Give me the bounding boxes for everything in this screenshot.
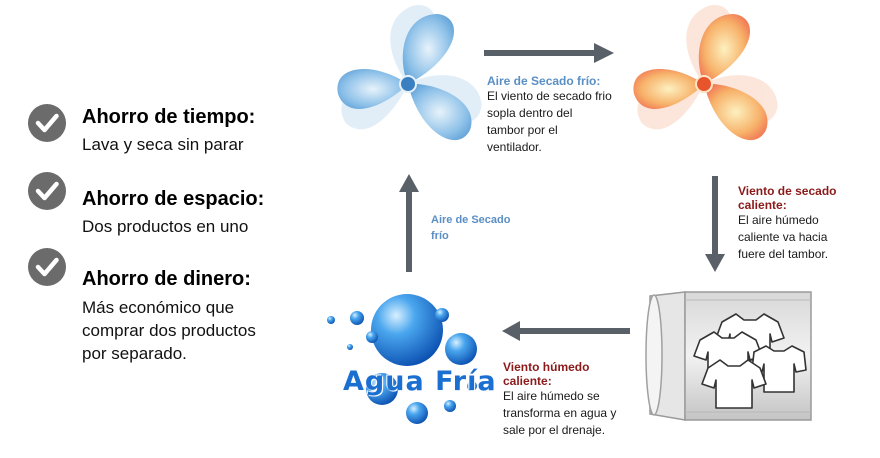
benefit-desc-line: Más económico que bbox=[82, 298, 235, 317]
benefit-desc-line: por separado. bbox=[82, 344, 187, 363]
arrow-left-icon bbox=[502, 321, 630, 341]
benefit-desc-time: Lava y seca sin parar bbox=[82, 135, 244, 154]
check-icon bbox=[28, 172, 66, 210]
arrow-up-icon bbox=[399, 174, 419, 272]
arrow-right-icon bbox=[484, 43, 614, 63]
water-logo: Agua Fría bbox=[343, 366, 497, 397]
hot-wind-caption-title: caliente: bbox=[738, 198, 787, 212]
hot-wind-caption-title: Viento de secado bbox=[738, 184, 837, 198]
shirt-icon bbox=[693, 313, 807, 409]
benefit-desc-space: Dos productos en uno bbox=[82, 217, 249, 236]
benefit-title-time: Ahorro de tiempo: bbox=[82, 106, 256, 128]
benefit-title-money: Ahorro de dinero: bbox=[82, 268, 251, 290]
caption-line: sopla dentro del bbox=[487, 106, 573, 120]
cold-fan-icon bbox=[337, 4, 482, 141]
cold-air-caption-title: Aire de Secado frío: bbox=[487, 74, 601, 88]
water-bubbles-icon bbox=[327, 294, 477, 424]
caption-line: El aire húmedo bbox=[738, 213, 819, 227]
caption-line: ventilador. bbox=[487, 140, 542, 154]
check-icon bbox=[28, 104, 66, 142]
cold-air-up-line: frío bbox=[431, 230, 449, 242]
humid-wind-caption-title: Viento húmedo bbox=[503, 360, 590, 374]
cold-air-up-caption: Aire de Secado frío bbox=[431, 212, 541, 244]
benefit-desc-line: comprar dos productos bbox=[82, 321, 256, 340]
caption-line: fuere del tambor. bbox=[738, 247, 829, 261]
benefit-desc-money: Más económico que comprar dos productos … bbox=[82, 296, 256, 365]
caption-line: El viento de secado frio bbox=[487, 89, 612, 103]
hot-fan-icon bbox=[633, 4, 778, 141]
humid-wind-caption: Viento húmedo caliente: El aire húmedo s… bbox=[503, 360, 648, 439]
caption-line: caliente va hacia bbox=[738, 230, 828, 244]
caption-line: El aire húmedo se bbox=[503, 389, 600, 403]
benefit-title-space: Ahorro de espacio: bbox=[82, 188, 265, 210]
caption-line: sale por el drenaje. bbox=[503, 423, 606, 437]
arrow-down-icon bbox=[705, 176, 725, 272]
hot-wind-caption: Viento de secado caliente: El aire húmed… bbox=[738, 184, 878, 263]
humid-wind-caption-title: caliente: bbox=[503, 374, 552, 388]
cold-air-caption: Aire de Secado frío: El viento de secado… bbox=[487, 74, 637, 156]
check-icon bbox=[28, 248, 66, 286]
caption-line: tambor por el bbox=[487, 123, 558, 137]
cold-air-up-line: Aire de Secado bbox=[431, 214, 511, 226]
caption-line: transforma en agua y bbox=[503, 406, 617, 420]
